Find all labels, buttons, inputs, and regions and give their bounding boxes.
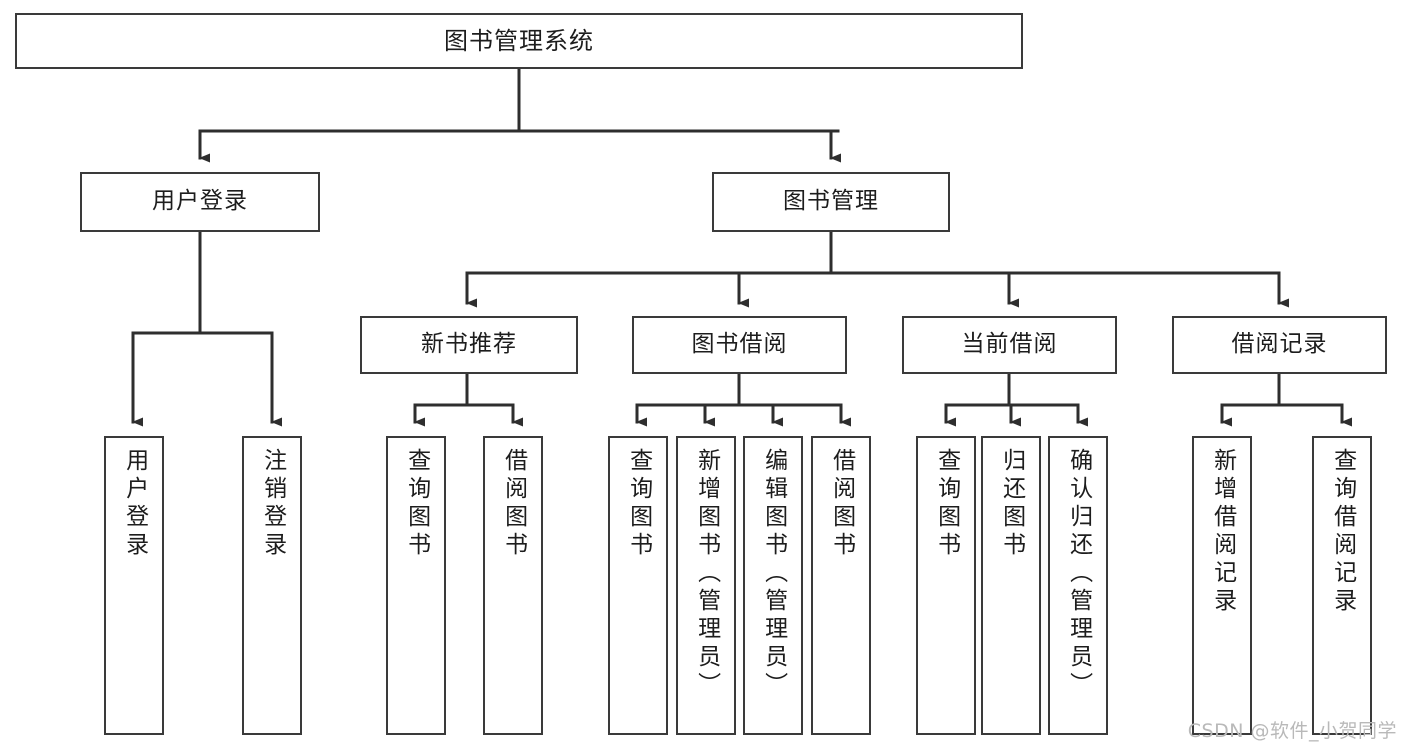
node-leaf-query-book-3-label: 查询图书 — [933, 448, 960, 560]
node-leaf-return-book-label: 归还图书 — [998, 448, 1025, 560]
node-leaf-add-borrow-record-label: 新增借阅记录 — [1209, 448, 1236, 616]
node-leaf-add-book-admin[interactable]: 新增图书（管理员） — [676, 436, 736, 735]
node-borrow-record[interactable]: 借阅记录 — [1172, 316, 1387, 374]
node-leaf-edit-book-admin[interactable]: 编辑图书（管理员） — [743, 436, 803, 735]
node-leaf-edit-book-admin-label: 编辑图书（管理员） — [760, 448, 787, 700]
node-leaf-borrow-book-2-label: 借阅图书 — [828, 448, 855, 560]
node-root-system[interactable]: 图书管理系统 — [15, 13, 1023, 69]
node-new-book-recommend-label: 新书推荐 — [421, 331, 517, 358]
node-leaf-borrow-book-1[interactable]: 借阅图书 — [483, 436, 543, 735]
node-leaf-add-book-admin-label: 新增图书（管理员） — [693, 448, 720, 700]
node-leaf-borrow-book-1-label: 借阅图书 — [500, 448, 527, 560]
node-new-book-recommend[interactable]: 新书推荐 — [360, 316, 578, 374]
node-root-label: 图书管理系统 — [444, 26, 594, 55]
node-leaf-user-login-label: 用户登录 — [121, 448, 148, 560]
node-leaf-query-book-3[interactable]: 查询图书 — [916, 436, 976, 735]
node-current-borrow[interactable]: 当前借阅 — [902, 316, 1117, 374]
node-book-borrow[interactable]: 图书借阅 — [632, 316, 847, 374]
node-user-login[interactable]: 用户登录 — [80, 172, 320, 232]
node-borrow-record-label: 借阅记录 — [1231, 331, 1328, 358]
watermark-text: CSDN @软件_小贺同学 — [1187, 720, 1397, 742]
node-leaf-query-book-1[interactable]: 查询图书 — [386, 436, 446, 735]
node-book-manage-label: 图书管理 — [783, 188, 879, 215]
node-leaf-add-borrow-record[interactable]: 新增借阅记录 — [1192, 436, 1252, 735]
node-leaf-confirm-return-admin[interactable]: 确认归还（管理员） — [1048, 436, 1108, 735]
node-leaf-query-borrow-record-label: 查询借阅记录 — [1329, 448, 1356, 616]
node-leaf-borrow-book-2[interactable]: 借阅图书 — [811, 436, 871, 735]
node-leaf-user-login[interactable]: 用户登录 — [104, 436, 164, 735]
node-leaf-confirm-return-admin-label: 确认归还（管理员） — [1065, 448, 1092, 700]
node-book-manage[interactable]: 图书管理 — [712, 172, 950, 232]
node-current-borrow-label: 当前借阅 — [961, 331, 1058, 358]
node-leaf-query-book-2[interactable]: 查询图书 — [608, 436, 668, 735]
node-leaf-query-book-2-label: 查询图书 — [625, 448, 652, 560]
node-user-login-label: 用户登录 — [152, 188, 248, 215]
node-leaf-query-borrow-record[interactable]: 查询借阅记录 — [1312, 436, 1372, 735]
node-leaf-query-book-1-label: 查询图书 — [403, 448, 430, 560]
node-leaf-user-logout-label: 注销登录 — [259, 448, 286, 560]
node-leaf-user-logout[interactable]: 注销登录 — [242, 436, 302, 735]
node-book-borrow-label: 图书借阅 — [691, 331, 788, 358]
node-leaf-return-book[interactable]: 归还图书 — [981, 436, 1041, 735]
